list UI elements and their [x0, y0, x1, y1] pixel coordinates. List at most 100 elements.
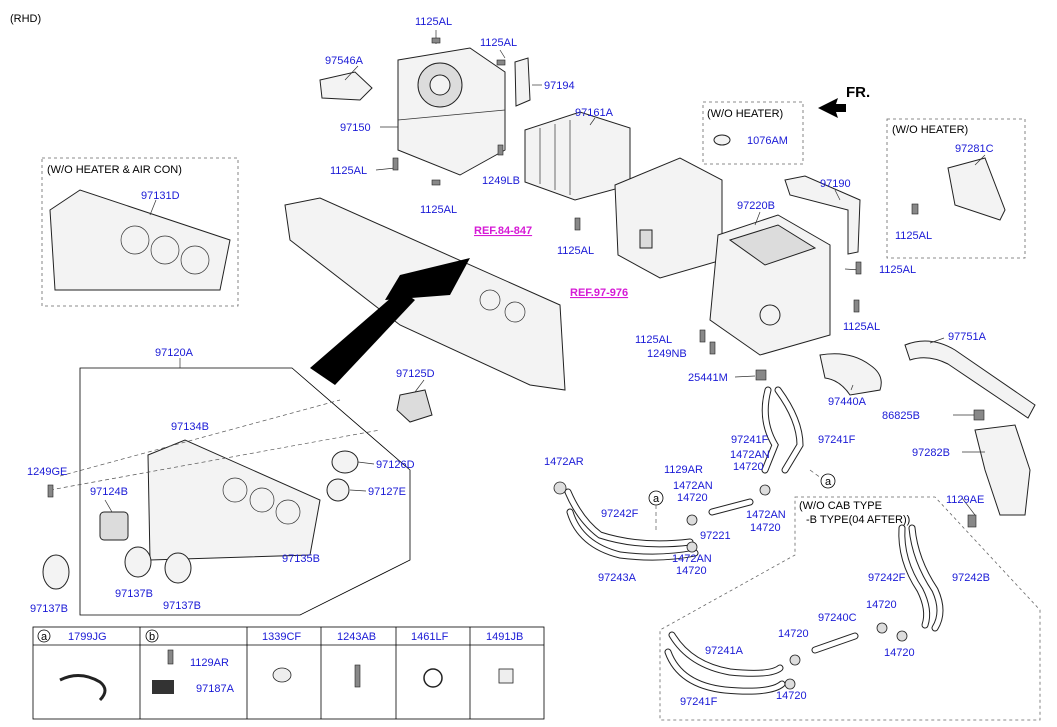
legend-1799jg: 1799JG	[68, 631, 107, 643]
part-1125al: 1125AL	[420, 204, 457, 216]
fasteners	[47, 37, 985, 690]
clip-1076am	[713, 134, 731, 146]
gauge	[504, 301, 526, 323]
duct-97546a	[319, 71, 373, 101]
legend-b-letter: b	[149, 631, 155, 643]
dash-pointer	[310, 290, 415, 385]
clip-icon	[973, 409, 985, 421]
part-1125al: 1125AL	[415, 16, 452, 28]
part-1125al: 1125AL	[879, 264, 916, 276]
panel-body	[147, 439, 321, 561]
heater-case	[614, 157, 723, 279]
part-97440a: 97440A	[828, 396, 867, 408]
hose-inner	[709, 499, 753, 515]
group-box-wo-heater-1	[702, 101, 804, 165]
dash-highlight	[385, 258, 470, 300]
bolt-icon	[853, 299, 860, 313]
legend-97187a: 97187A	[196, 683, 235, 695]
part-14720: 14720	[676, 565, 707, 577]
bolt-icon	[431, 179, 441, 186]
hose-inner	[899, 525, 930, 628]
bracket-97282b	[974, 424, 1031, 516]
hose-inner	[762, 387, 778, 473]
part-97243a: 97243A	[598, 572, 637, 584]
part-97221: 97221	[700, 530, 731, 542]
legend-table: a 1799JG b 1129AR 97187A 1339CF 1243AB 1…	[32, 626, 545, 720]
hose-group-cab	[664, 524, 944, 695]
bolt-icon	[855, 261, 862, 275]
part-97241a: 97241A	[705, 645, 744, 657]
clamp-icon	[789, 654, 801, 666]
legend-a-letter: a	[41, 631, 48, 643]
part-1249lb: 1249LB	[482, 175, 520, 187]
bolt-icon	[47, 484, 54, 498]
knob	[222, 477, 248, 503]
heater-port	[639, 229, 653, 249]
hose-inner	[567, 509, 698, 560]
group-box-wo-heater-2	[886, 118, 1026, 259]
control-panel-97134b	[147, 439, 321, 561]
front-arrow-icon	[818, 98, 846, 118]
bolt-icon	[699, 329, 706, 343]
part-97135b: 97135B	[282, 553, 320, 565]
part-97125d: 97125D	[396, 368, 435, 380]
variant-label: (RHD)	[10, 13, 41, 25]
part-1125al: 1125AL	[557, 245, 594, 257]
part-14720: 14720	[866, 599, 897, 611]
blower-hub	[429, 74, 451, 96]
part-86825b: 86825B	[882, 410, 920, 422]
group-box-wo-cab-type	[659, 496, 1041, 721]
part-1125al: 1125AL	[330, 165, 367, 177]
bracket-icon	[152, 680, 174, 694]
hose-inner	[812, 633, 858, 653]
legend-1339cf: 1339CF	[262, 631, 301, 643]
part-97131d: 97131D	[141, 190, 180, 202]
part-97120a: 97120A	[155, 347, 194, 359]
part-97242f: 97242F	[868, 572, 906, 584]
legend-b-circle	[145, 629, 159, 643]
part-1125al: 1125AL	[635, 334, 672, 346]
group-box-wo-heater-aircon	[41, 157, 239, 307]
part-1249nb: 1249NB	[647, 348, 687, 360]
part-97546a: 97546A	[325, 55, 364, 67]
part-1125al: 1125AL	[480, 37, 517, 49]
part-14720: 14720	[750, 522, 781, 534]
bracket-97194	[514, 57, 531, 107]
callout-a-label-1: a	[653, 493, 660, 505]
legend-1491jb: 1491JB	[486, 631, 523, 643]
ref-97-976[interactable]: REF.97-976	[570, 287, 628, 299]
part-1125al: 1125AL	[895, 230, 932, 242]
ref-84-847[interactable]: REF.84-847	[474, 225, 532, 237]
dashed-leaders	[49, 399, 822, 530]
knob	[150, 235, 180, 265]
part-97126d: 97126D	[376, 459, 415, 471]
bolt-icon	[497, 144, 504, 156]
part-97242f: 97242F	[601, 508, 639, 520]
bolt-icon	[709, 341, 716, 355]
part-97282b: 97282B	[912, 447, 950, 459]
part-1129ar: 1129AR	[664, 464, 703, 476]
clamp-icon	[686, 541, 698, 553]
callout-a-label-2: a	[825, 476, 832, 488]
part-14720: 14720	[778, 628, 809, 640]
part-25441m: 25441M	[688, 372, 728, 384]
filter-97161a	[524, 111, 631, 201]
o-ring-icon	[423, 668, 443, 688]
part-1125al: 1125AL	[843, 321, 880, 333]
heater-core-assembly-97220b	[709, 214, 831, 356]
group-label-wo-heater-aircon: (W/O HEATER & AIR CON)	[47, 164, 182, 176]
hose-97751a	[904, 340, 1036, 419]
part-1472an: 1472AN	[673, 480, 713, 492]
clamp-icon	[686, 514, 698, 526]
bolt-icon	[431, 37, 441, 44]
legend-1461lf: 1461LF	[411, 631, 449, 643]
assembly-frame-97120a	[79, 367, 411, 616]
bolt-icon	[911, 203, 919, 215]
clamp-icon	[876, 622, 888, 634]
clamp-icon	[759, 484, 771, 496]
part-1472an: 1472AN	[672, 553, 712, 565]
legend-1243ab: 1243AB	[337, 631, 376, 643]
control-panel-97131d	[49, 189, 231, 291]
group-label-wo-cab-line1: (W/O CAB TYPE	[799, 500, 882, 512]
